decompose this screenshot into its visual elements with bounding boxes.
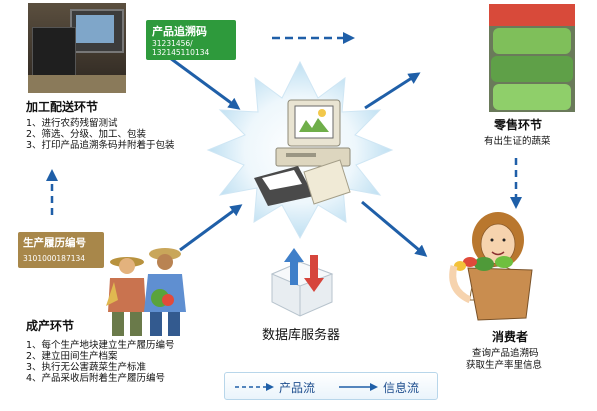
production-step-2: 2、建立田间生产档案 (26, 351, 118, 362)
info-arrow-server-to-retail (364, 72, 421, 110)
consumer-caption-line-2: 获取生产率里信息 (466, 360, 543, 371)
trace-code-tag-title: 产品追溯码 (152, 25, 207, 38)
product-flow-dashed-arrow-icon (235, 383, 274, 391)
trace-code-line-2: 132145110134 (152, 48, 210, 57)
consumer-caption-line-1: 查询产品追溯码 (472, 348, 539, 359)
processing-step-3: 3、打印产品追溯条码并附着于包装 (26, 140, 175, 151)
production-title: 成产环节 (26, 319, 75, 333)
production-step-1: 1、每个生产地块建立生产履历编号 (26, 340, 175, 351)
legend-product-flow: 产品流 (279, 381, 316, 395)
processing-title: 加工配送环节 (26, 100, 99, 114)
info-arrow-producer-to-server (179, 204, 243, 252)
processing-steps: 1、进行农药残留测试 2、筛选、分级、加工、包装 3、打印产品追溯条码并附着于包… (26, 118, 175, 151)
production-tag-title: 生产履历编号 (23, 237, 86, 249)
processing-step-1: 1、进行农药残留测试 (26, 118, 118, 129)
server-label: 数据库服务器 (262, 328, 341, 343)
consumer-illustration (449, 212, 533, 321)
retail-caption: 有出生证的蔬菜 (484, 136, 551, 147)
flow-legend: 产品流 信息流 (224, 372, 438, 400)
consumer-title: 消费者 (492, 330, 529, 344)
computer-icon (254, 99, 351, 206)
farmers-illustration (106, 248, 186, 336)
trace-code-line-1: 31231456/ (152, 39, 193, 48)
info-arrow-processing-to-server (169, 56, 241, 110)
legend-info-flow: 信息流 (383, 381, 420, 395)
retail-photo (489, 4, 575, 112)
retail-title: 零售环节 (494, 118, 543, 132)
production-step-3: 3、执行无公害蔬菜生产标准 (26, 362, 147, 373)
processing-step-2: 2、筛选、分级、加工、包装 (26, 129, 147, 140)
production-steps: 1、每个生产地块建立生产履历编号 2、建立田间生产档案 3、执行无公害蔬菜生产标… (26, 340, 175, 384)
production-history-tag: 生产履历编号 3101000187134 (18, 232, 104, 268)
production-tag-code: 3101000187134 (23, 254, 86, 263)
database-server-icon (270, 248, 334, 317)
production-step-4: 4、产品采收后附着生产履历编号 (26, 373, 166, 384)
info-arrow-server-to-consumer (361, 200, 428, 257)
processing-photo (28, 3, 126, 93)
info-flow-solid-arrow-icon (339, 383, 378, 391)
product-trace-code-tag: 产品追溯码 31231456/ 132145110134 (146, 20, 236, 60)
